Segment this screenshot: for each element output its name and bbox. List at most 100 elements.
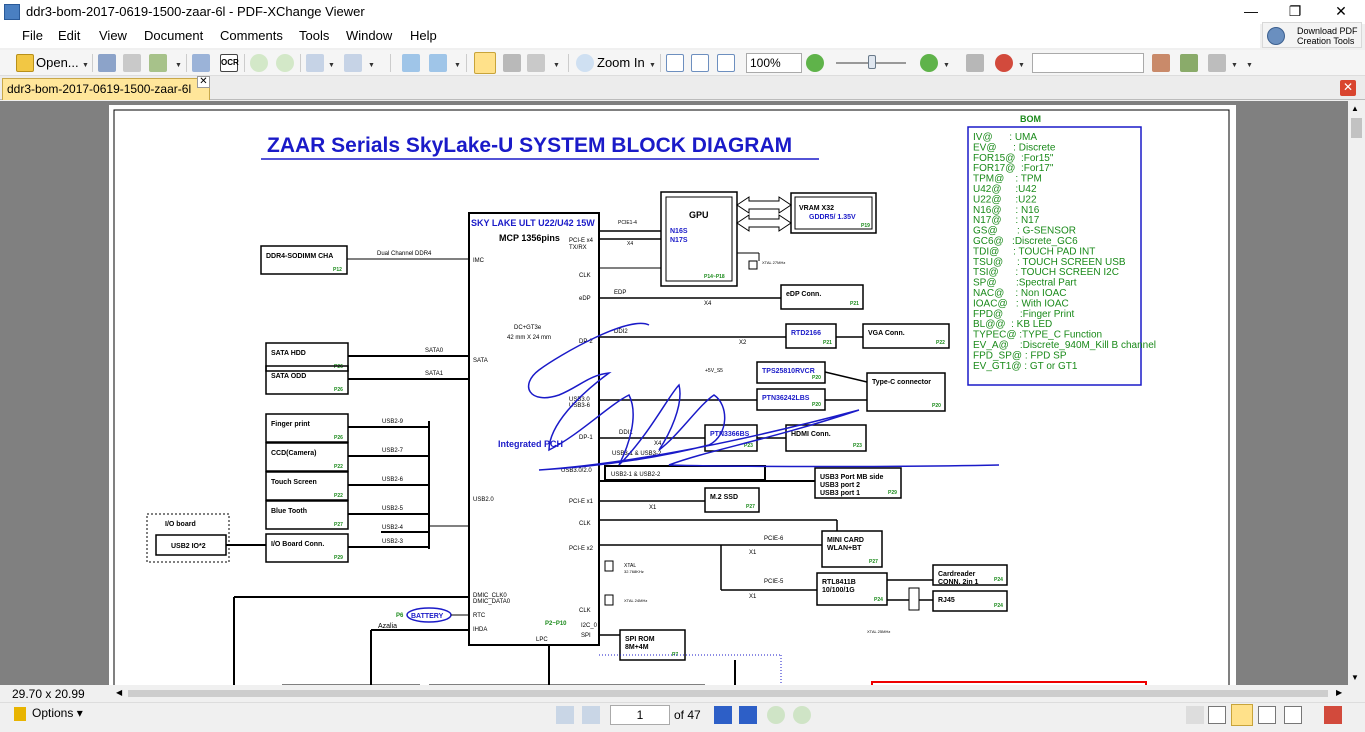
left-block-page: P26 — [334, 387, 343, 393]
rotate-icon[interactable] — [402, 54, 420, 72]
search-input[interactable] — [1032, 53, 1144, 73]
vertical-scroll-thumb[interactable] — [1351, 118, 1362, 138]
ocr-icon[interactable]: OCR — [220, 54, 239, 72]
restore-button[interactable]: ❐ — [1288, 3, 1302, 19]
minimize-button[interactable]: — — [1244, 3, 1258, 19]
menu-comments[interactable]: Comments — [220, 28, 283, 43]
hide-panel-icon[interactable] — [1186, 706, 1204, 724]
left-bus-label: USB2-3 — [382, 539, 404, 545]
cpu-port-label: CLK — [579, 273, 591, 279]
tab-close-icon[interactable]: ✕ — [197, 76, 210, 88]
zoom-out-circle-icon[interactable] — [806, 54, 824, 72]
first-page-icon[interactable] — [556, 706, 574, 724]
zoom-in-circle-icon[interactable] — [920, 54, 938, 72]
vertical-scrollbar[interactable] — [1348, 101, 1365, 685]
actual-size-icon[interactable] — [666, 54, 684, 72]
pages-dropdown-icon[interactable]: ▼ — [454, 62, 461, 69]
fit-page-icon[interactable] — [691, 54, 709, 72]
bom-line: EV_A@ :Discrete_940M_Kill B channel — [973, 340, 1156, 351]
open-button[interactable]: Open... — [36, 55, 79, 70]
search-web-icon[interactable] — [995, 54, 1013, 72]
email-dropdown-icon[interactable]: ▼ — [175, 62, 182, 69]
snapshot-icon[interactable] — [503, 54, 521, 72]
back-icon[interactable] — [250, 54, 268, 72]
redo-icon[interactable] — [344, 54, 362, 72]
menu-tools[interactable]: Tools — [299, 28, 330, 43]
open-dropdown-icon[interactable]: ▼ — [82, 62, 89, 69]
current-page-input[interactable]: 1 — [610, 705, 670, 725]
pdf-icon[interactable] — [1324, 706, 1342, 724]
horizontal-scroll-thumb[interactable] — [128, 690, 1328, 697]
menu-document[interactable]: Document — [144, 28, 204, 43]
scroll-right-icon[interactable]: ▶ — [1336, 688, 1343, 697]
comment-dropdown-icon[interactable]: ▼ — [1231, 62, 1238, 69]
toolbar-overflow-icon[interactable]: ▼ — [1246, 62, 1253, 69]
scroll-up-icon[interactable]: ▲ — [1351, 104, 1359, 113]
cpu-package: MCP 1356pins — [499, 233, 560, 243]
menu-window[interactable]: Window — [346, 28, 393, 43]
globe-icon — [1267, 27, 1285, 45]
select-text-icon[interactable] — [527, 54, 545, 72]
forward-icon[interactable] — [276, 54, 294, 72]
close-document-icon[interactable]: ✕ — [1340, 80, 1356, 96]
prev-page-icon[interactable] — [582, 706, 600, 724]
redo-dropdown-icon[interactable]: ▼ — [368, 62, 375, 69]
search-web-dropdown-icon[interactable]: ▼ — [1018, 62, 1025, 69]
undo-dropdown-icon[interactable]: ▼ — [328, 62, 335, 69]
open-folder-icon[interactable] — [16, 54, 34, 72]
comment-tools-icon[interactable] — [1208, 54, 1226, 72]
menu-edit[interactable]: Edit — [58, 28, 81, 43]
scroll-left-icon[interactable]: ◀ — [116, 688, 123, 697]
menu-bar: File Edit View Document Comments Tools W… — [0, 24, 1260, 48]
bus-label: +5V_S5 — [705, 368, 723, 374]
rtl-label: RTL8411B — [822, 579, 856, 586]
email-icon[interactable] — [149, 54, 167, 72]
cpu-port-label: DMIC_DATA0 — [473, 599, 511, 605]
find-icon[interactable] — [966, 54, 984, 72]
window-title: ddr3-bom-2017-0619-1500-zaar-6l - PDF-XC… — [26, 4, 365, 19]
hand-tool-icon[interactable] — [474, 52, 496, 74]
close-button[interactable]: ✕ — [1335, 3, 1347, 19]
tps-label: TPS25810RVCR — [762, 368, 815, 375]
save-icon[interactable] — [98, 54, 116, 72]
document-tab[interactable]: ddr3-bom-2017-0619-1500-zaar-6l — [2, 78, 210, 100]
zoom-dropdown-icon[interactable]: ▼ — [649, 62, 656, 69]
zoom-in-dropdown-icon[interactable]: ▼ — [943, 62, 950, 69]
zoom-level-input[interactable]: 100% — [746, 53, 802, 73]
undo-icon[interactable] — [306, 54, 324, 72]
print-icon[interactable] — [123, 54, 141, 72]
bus-label: USB2-1 & USB2-2 — [611, 472, 661, 478]
select-dropdown-icon[interactable]: ▼ — [553, 62, 560, 69]
vram-block — [790, 192, 877, 234]
continuous-facing-icon[interactable] — [1284, 706, 1302, 724]
zoom-slider-thumb[interactable] — [868, 55, 876, 69]
pages-icon[interactable] — [429, 54, 447, 72]
scroll-down-icon[interactable]: ▼ — [1351, 673, 1359, 682]
zoom-in-icon[interactable] — [576, 54, 594, 72]
scan-icon[interactable] — [192, 54, 210, 72]
menu-help[interactable]: Help — [410, 28, 437, 43]
facing-pages-icon[interactable] — [1258, 706, 1276, 724]
search-next-icon[interactable] — [1180, 54, 1198, 72]
zoom-in-button[interactable]: Zoom In — [597, 55, 645, 70]
fit-width-icon[interactable] — [717, 54, 735, 72]
rtd-block — [785, 323, 837, 349]
cpu-port-label: RTC — [473, 613, 486, 619]
bom-line: BL@@ : KB LED — [973, 319, 1052, 330]
last-page-icon[interactable] — [739, 706, 757, 724]
left-bus-label: USB2-6 — [382, 477, 404, 483]
single-page-icon[interactable] — [1208, 706, 1226, 724]
rtd-page: P21 — [823, 340, 832, 346]
history-forward-icon[interactable] — [793, 706, 811, 724]
document-viewport[interactable]: ZAAR Serials SkyLake-U SYSTEM BLOCK DIAG… — [0, 101, 1348, 685]
cardreader-label: Cardreader — [938, 571, 976, 578]
menu-view[interactable]: View — [99, 28, 127, 43]
options-button[interactable]: Options ▾ — [14, 706, 83, 721]
history-back-icon[interactable] — [767, 706, 785, 724]
left-block-page: P22 — [334, 464, 343, 470]
search-prev-icon[interactable] — [1152, 54, 1170, 72]
menu-file[interactable]: File — [22, 28, 43, 43]
next-page-icon[interactable] — [714, 706, 732, 724]
continuous-page-icon[interactable] — [1231, 704, 1253, 726]
